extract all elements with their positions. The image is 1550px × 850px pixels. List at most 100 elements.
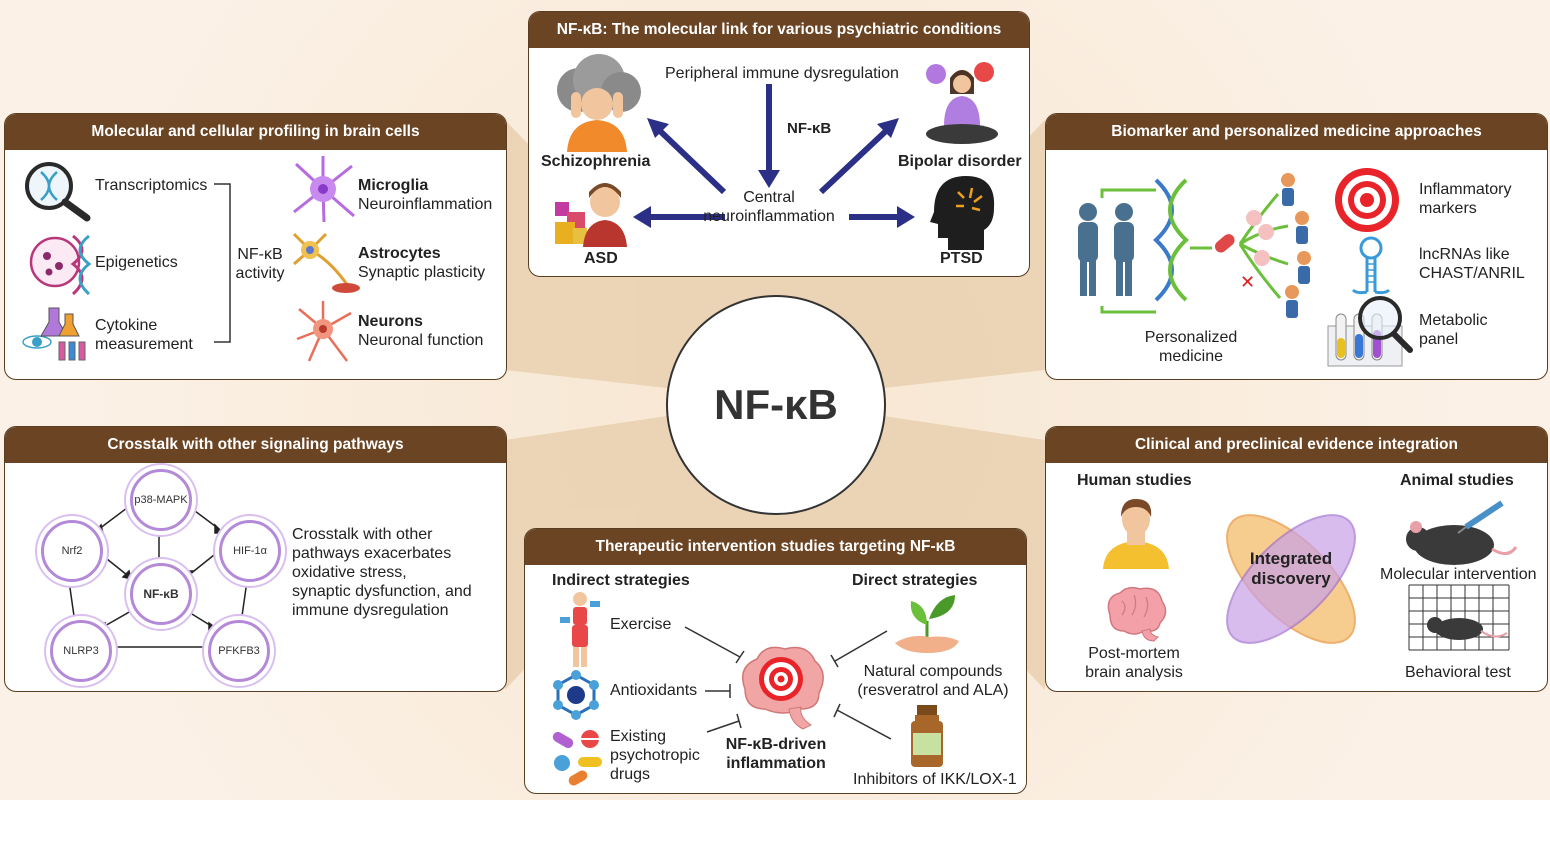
crosstalk-line3: oxidative stress, — [292, 564, 407, 581]
molecular-intervention-label: Molecular intervention — [1380, 566, 1537, 583]
crosstalk-line1: Crosstalk with other — [292, 526, 433, 543]
natural-compounds-label: Natural compounds (resveratrol and ALA) — [845, 662, 1021, 700]
psychotropic-drugs-label: Existing psychotropic drugs — [610, 727, 700, 784]
target-line1: NF-κB-driven — [725, 736, 827, 753]
cytokine-line2: measurement — [95, 336, 193, 353]
drugs-line1: Existing — [610, 728, 667, 745]
exercise-label: Exercise — [610, 616, 672, 633]
central-neuroinflammation-label: Central neuroinflammation — [689, 188, 849, 226]
natural-line1: Natural compounds — [863, 663, 1003, 680]
integrated-discovery-label: Integrated discovery — [1231, 549, 1351, 589]
inflammatory-line1: Inflammatory — [1419, 181, 1512, 198]
metabolic-panel-icon — [1327, 296, 1413, 367]
personalized-medicine-illustration: ✕ — [1078, 173, 1311, 318]
node-nrf2: Nrf2 — [41, 520, 103, 582]
biomarker-panel-title: Biomarker and personalized medicine appr… — [1046, 114, 1547, 150]
schizophrenia-label: Schizophrenia — [541, 153, 651, 170]
inflammatory-line2: markers — [1419, 200, 1477, 217]
metabolic-line1: Metabolic — [1419, 312, 1488, 329]
nfkb-driven-inflammation-label: NF-κB-driven inflammation — [711, 735, 841, 773]
node-hif-1a: HIF-1α — [219, 520, 281, 582]
magnifier-dna-icon — [25, 162, 91, 222]
pm-analysis-line2: brain analysis — [1085, 664, 1183, 681]
crosstalk-panel-title: Crosstalk with other signaling pathways — [5, 427, 506, 463]
pm-line2: medicine — [1158, 348, 1224, 365]
lncrna-line1: lncRNAs like — [1419, 246, 1510, 263]
therapeutic-panel: Therapeutic intervention studies targeti… — [524, 528, 1027, 794]
ptsd-label: PTSD — [940, 250, 983, 267]
brain-icon — [1107, 586, 1167, 642]
node-nfkb: NF-κB — [130, 563, 192, 625]
human-icon — [1103, 499, 1169, 569]
human-studies-label: Human studies — [1077, 472, 1192, 489]
psychiatric-panel: NF-κB: The molecular link for various ps… — [528, 11, 1030, 277]
asd-icon — [555, 183, 627, 247]
lncrna-line2: CHAST/ANRIL — [1419, 265, 1525, 282]
activity-line1: NF-κB — [237, 246, 283, 263]
crosstalk-panel: Crosstalk with other signaling pathways … — [4, 426, 507, 692]
pm-line1: Personalized — [1144, 329, 1238, 346]
molecular-panel: Molecular and cellular profiling in brai… — [4, 113, 507, 380]
natural-compound-icon — [895, 595, 959, 653]
lncrna-hairpin-icon — [1351, 236, 1391, 295]
crosstalk-line2: pathways exacerbates — [292, 545, 452, 562]
psychiatric-panel-title: NF-κB: The molecular link for various ps… — [529, 12, 1029, 48]
crosstalk-description: Crosstalk with other pathways exacerbate… — [292, 525, 472, 620]
microglia-name: Microglia — [358, 177, 429, 194]
node-pfkfb3: PFKFB3 — [208, 620, 270, 682]
nfkb-arrow-label: NF-κB — [787, 120, 832, 137]
pm-analysis-line1: Post-mortem — [1088, 645, 1180, 662]
svg-text:✕: ✕ — [1240, 272, 1255, 293]
central-label-line2: neuroinflammation — [703, 208, 835, 225]
center-node: NF-κB — [666, 295, 886, 515]
asd-label: ASD — [584, 250, 618, 267]
integrated-line1: Integrated — [1249, 549, 1333, 568]
astrocytes-name: Astrocytes — [358, 245, 441, 262]
schizophrenia-icon — [557, 54, 641, 152]
astrocytes-text: Astrocytes Synaptic plasticity — [358, 244, 485, 282]
peripheral-immune-label: Peripheral immune dysregulation — [665, 65, 899, 82]
lncrna-label: lncRNAs like CHAST/ANRIL — [1419, 245, 1525, 283]
exercise-icon — [560, 592, 600, 667]
inhibitors-label: Inhibitors of IKK/LOX-1 — [853, 771, 1017, 788]
integrated-discovery-ellipses — [1226, 514, 1356, 644]
therapeutic-panel-title: Therapeutic intervention studies targeti… — [525, 529, 1026, 565]
bracket-lines — [214, 183, 231, 343]
pills-icon — [552, 730, 602, 786]
psych-arrows — [633, 84, 915, 228]
molecular-panel-title: Molecular and cellular profiling in brai… — [5, 114, 506, 150]
ptsd-head-icon — [930, 176, 995, 250]
center-label: NF-κB — [714, 381, 838, 428]
metabolic-line2: panel — [1419, 331, 1459, 348]
transcriptomics-label: Transcriptomics — [95, 177, 208, 194]
neurons-text: Neurons Neuronal function — [358, 312, 483, 350]
microglia-desc: Neuroinflammation — [358, 196, 493, 213]
cytokine-lab-icon — [22, 307, 86, 361]
inflammatory-target-icon — [1335, 168, 1399, 232]
astrocytes-desc: Synaptic plasticity — [358, 264, 486, 281]
behavioral-grid-icon — [1408, 584, 1510, 651]
target-line2: inflammation — [726, 755, 826, 772]
clinical-panel-title: Clinical and preclinical evidence integr… — [1046, 427, 1547, 463]
metabolic-panel-label: Metabolic panel — [1419, 311, 1487, 349]
personalized-medicine-label: Personalized medicine — [1126, 328, 1256, 366]
post-mortem-label: Post-mortem brain analysis — [1069, 644, 1199, 682]
epigenetics-icon — [29, 234, 92, 296]
neurons-name: Neurons — [358, 313, 423, 330]
neuron-icon — [296, 301, 352, 362]
activity-line2: activity — [235, 265, 285, 282]
biomarker-panel: Biomarker and personalized medicine appr… — [1045, 113, 1548, 380]
behavioral-test-label: Behavioral test — [1405, 664, 1511, 681]
clinical-panel: Clinical and preclinical evidence integr… — [1045, 426, 1548, 692]
animal-studies-label: Animal studies — [1400, 472, 1514, 489]
inflammatory-markers-label: Inflammatory markers — [1419, 180, 1511, 218]
crosstalk-line5: immune dysregulation — [292, 602, 449, 619]
indirect-strategies-label: Indirect strategies — [552, 572, 690, 589]
drugs-line2: psychotropic — [610, 747, 700, 764]
central-label-line1: Central — [743, 189, 795, 206]
inhibition-lines — [684, 626, 892, 740]
nfkb-activity-label: NF-κB activity — [229, 245, 291, 283]
natural-line2: (resveratrol and ALA) — [857, 682, 1009, 699]
direct-strategies-label: Direct strategies — [852, 572, 978, 589]
medicine-bottle-icon — [911, 705, 943, 767]
